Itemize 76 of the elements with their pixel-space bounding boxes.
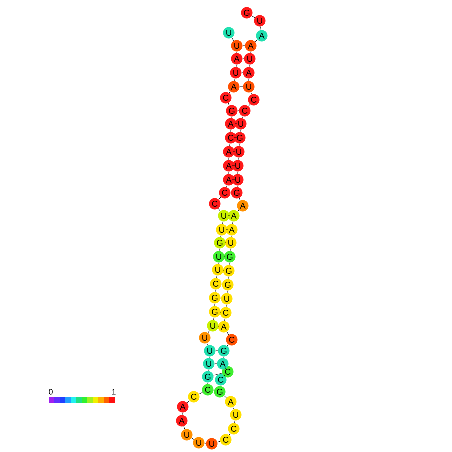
backbone-line <box>192 438 194 440</box>
backbone-line <box>217 441 221 443</box>
base-pair-line <box>216 350 218 352</box>
backbone-line <box>229 434 231 436</box>
backbone-line <box>255 40 258 42</box>
backbone-line <box>224 396 227 398</box>
base-pair-line <box>240 86 244 88</box>
backbone-line <box>231 236 232 238</box>
backbone-line <box>238 210 240 212</box>
backbone-line <box>223 356 224 358</box>
backbone-line <box>204 443 206 444</box>
backbone-line <box>219 248 220 252</box>
backbone-line <box>228 276 229 280</box>
backbone-line <box>228 158 230 160</box>
backbone-line <box>227 290 228 294</box>
backbone-line <box>222 222 224 224</box>
backbone-line <box>239 144 240 146</box>
backbone-line <box>216 276 218 278</box>
base-pair-line <box>238 110 240 112</box>
backbone-line <box>239 198 241 201</box>
node-label: C <box>228 134 234 141</box>
backbone-line <box>214 304 216 306</box>
scale-label: 0 <box>49 389 53 395</box>
backbone-line <box>226 304 227 308</box>
backbone-line <box>248 78 250 82</box>
backbone-line <box>230 130 232 132</box>
backbone-line <box>215 290 216 292</box>
node-label: U <box>236 177 240 183</box>
backbone-line <box>231 116 232 118</box>
node-label: A <box>226 163 232 169</box>
backbone-line <box>228 172 230 174</box>
node-label: A <box>226 177 232 183</box>
backbone-line <box>220 236 222 238</box>
backbone-line <box>234 420 236 424</box>
node-label: U <box>236 163 240 169</box>
backbone-line <box>218 197 222 200</box>
node-label: G <box>237 134 243 141</box>
backbone-line <box>237 186 238 188</box>
base-pair-line <box>242 58 244 60</box>
backbone-line <box>227 344 229 346</box>
base-pair-line <box>242 72 244 74</box>
backbone-line <box>229 262 230 266</box>
backbone-line <box>248 104 250 107</box>
backbone-line <box>236 64 237 68</box>
backbone-line <box>234 78 236 82</box>
backbone-line <box>206 343 208 346</box>
backbone-line <box>228 103 230 106</box>
backbone-line <box>230 248 231 252</box>
backbone-line <box>229 92 231 94</box>
backbone-line <box>218 208 221 212</box>
backbone-line <box>182 412 183 416</box>
backbone-line <box>238 158 239 160</box>
backbone-line <box>232 407 234 410</box>
backbone-line <box>260 26 262 30</box>
backbone-line <box>252 16 256 18</box>
backbone-line <box>199 392 203 395</box>
backbone-line <box>240 130 241 132</box>
backbone-line <box>208 370 209 372</box>
base-pair-line <box>214 373 222 376</box>
backbone-line <box>226 185 228 188</box>
backbone-line <box>249 64 250 68</box>
backbone-line <box>232 222 234 224</box>
backbone-line <box>208 330 210 334</box>
backbone-line <box>250 92 252 95</box>
backbone-line <box>218 262 219 264</box>
backbone-line <box>224 366 226 370</box>
backbone-line <box>184 426 186 430</box>
backbone-line <box>250 52 251 54</box>
backbone-line <box>224 318 226 322</box>
backbone-line <box>242 116 244 119</box>
scale-label: 1 <box>112 389 116 395</box>
backbone-line <box>226 332 230 336</box>
backbone-line <box>187 400 190 404</box>
backbone-line <box>209 356 210 358</box>
backbone-line <box>224 375 226 377</box>
backbone-line <box>232 38 234 42</box>
